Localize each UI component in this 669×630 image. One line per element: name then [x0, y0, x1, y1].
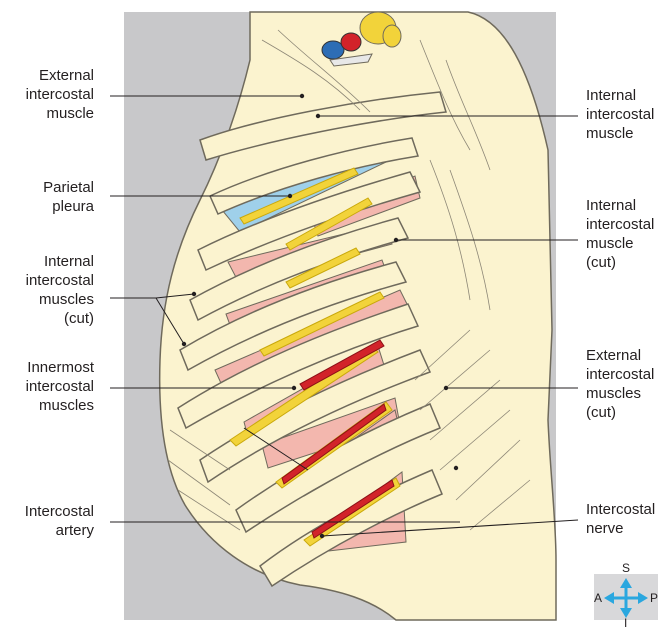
- label-intercostal-artery: Intercostal artery: [0, 502, 94, 540]
- label-parietal-pleura: Parietal pleura: [0, 178, 94, 216]
- label-internal-intercostal-muscle-cut: Internal intercostal muscle (cut): [586, 196, 669, 272]
- label-external-intercostal-muscles-cut: External intercostal muscles (cut): [586, 346, 669, 422]
- label-intercostal-nerve: Intercostal nerve: [586, 500, 669, 538]
- compass-label-posterior: P: [650, 592, 658, 604]
- label-innermost-intercostal-muscles: Innermost intercostal muscles: [0, 358, 94, 415]
- label-internal-intercostal-muscles-cut: Internal intercostal muscles (cut): [0, 252, 94, 328]
- compass-label-superior: S: [622, 562, 630, 574]
- orientation-compass: [594, 574, 658, 620]
- compass-label-anterior: A: [594, 592, 602, 604]
- compass-label-inferior: I: [624, 617, 627, 629]
- label-external-intercostal-muscle: External intercostal muscle: [0, 66, 94, 123]
- label-internal-intercostal-muscle: Internal intercostal muscle: [586, 86, 669, 143]
